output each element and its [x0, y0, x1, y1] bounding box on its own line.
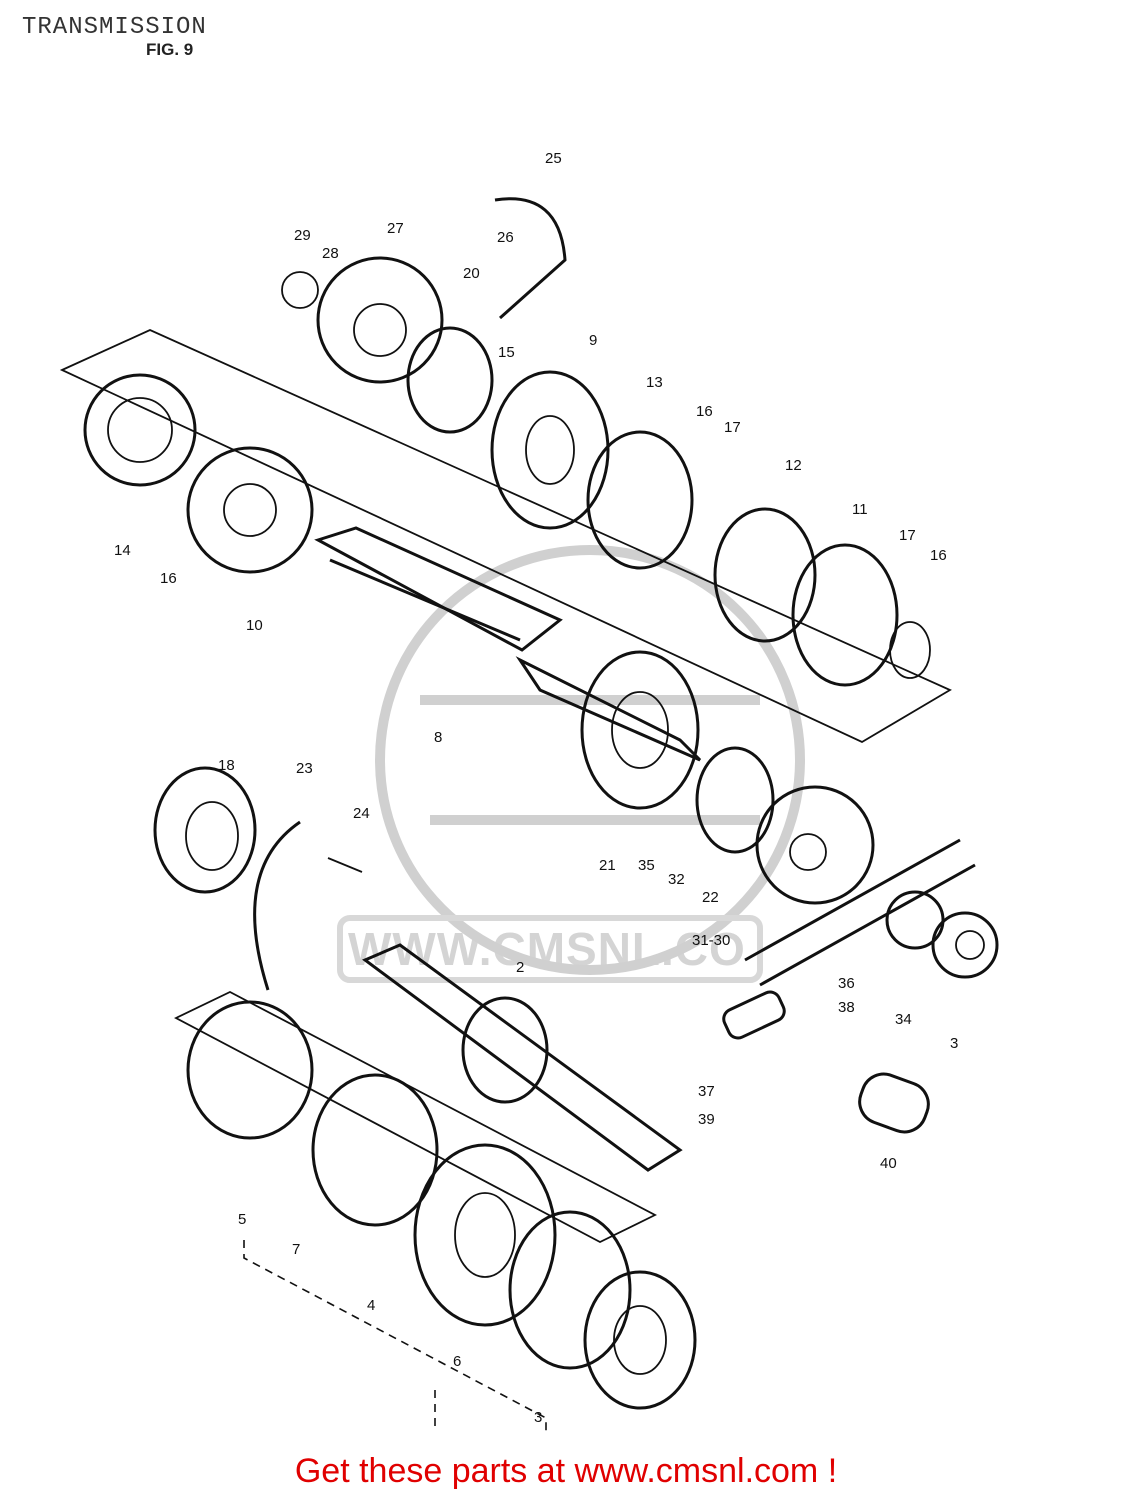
- upper-gears: [83, 197, 931, 687]
- callout-label: 25: [545, 150, 562, 167]
- callout-label: 16: [696, 403, 713, 420]
- footer-link-text[interactable]: Get these parts at www.cmsnl.com !: [294, 1452, 838, 1490]
- callout-label: 39: [698, 1111, 715, 1128]
- callout-label: 23: [296, 760, 313, 777]
- callout-label: 24: [353, 805, 370, 822]
- callout-label: 17: [724, 419, 741, 436]
- callout-label: 35: [638, 857, 655, 874]
- callout-label: 11: [852, 501, 868, 518]
- callout-label: 31-30: [692, 932, 730, 949]
- callout-label: 9: [589, 332, 597, 349]
- watermark-logo: [337, 545, 805, 983]
- figure-number: FIG. 9: [146, 40, 194, 59]
- drive-chain-group: [722, 838, 999, 1134]
- callout-label: 8: [434, 729, 442, 746]
- bearing-plate-group: [153, 766, 363, 991]
- callout-label: 28: [322, 245, 339, 262]
- callout-label: 38: [838, 999, 855, 1016]
- callout-label: 13: [646, 374, 663, 391]
- callout-label: 17: [899, 527, 916, 544]
- countershaft-group: [59, 329, 952, 744]
- drive-shaft-group: [174, 943, 697, 1432]
- main-shaft-group: [515, 650, 875, 905]
- diagram-title: TRANSMISSION: [22, 14, 207, 41]
- callout-label: 37: [698, 1083, 715, 1100]
- callout-label: 22: [702, 889, 719, 906]
- callout-label: 32: [668, 871, 685, 888]
- callout-label: 3: [534, 1409, 542, 1426]
- callout-label: 7: [292, 1241, 300, 1258]
- callout-label: 18: [218, 757, 235, 774]
- callout-label: 27: [387, 220, 404, 237]
- callout-label: 26: [497, 229, 514, 246]
- callout-label: 16: [160, 570, 177, 587]
- callout-label: 20: [463, 265, 480, 282]
- callout-label: 2: [516, 959, 524, 976]
- callout-label: 4: [367, 1297, 375, 1314]
- callout-label: 10: [246, 617, 263, 634]
- callout-label: 14: [114, 542, 131, 559]
- callout-label: 12: [785, 457, 802, 474]
- callout-label: 34: [895, 1011, 912, 1028]
- callout-label: 5: [238, 1211, 246, 1228]
- callout-label: 21: [599, 857, 616, 874]
- callout-label: 6: [453, 1353, 461, 1370]
- callout-label: 3: [950, 1035, 958, 1052]
- callout-label: 40: [880, 1155, 897, 1172]
- callout-label: 16: [930, 547, 947, 564]
- callout-label: 15: [498, 344, 515, 361]
- callout-label: 29: [294, 227, 311, 244]
- callout-labels: 25 26 29 28 27 20 15 9 13 16 17 12 11 17…: [114, 150, 958, 1426]
- callout-label: 36: [838, 975, 855, 992]
